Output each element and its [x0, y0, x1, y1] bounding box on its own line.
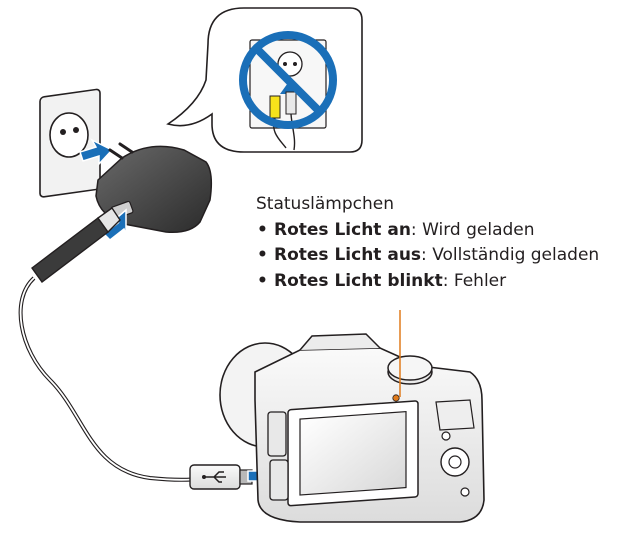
warning-callout — [166, 7, 363, 153]
legend-item: Rotes Licht aus: Vollständig geladen — [256, 243, 599, 269]
legend-term: Rotes Licht an — [274, 219, 411, 240]
legend-term: Rotes Licht blinkt — [274, 270, 443, 291]
arrow-icon — [79, 138, 114, 166]
legend-heading: Statuslämpchen — [256, 194, 395, 214]
legend-description: Wird geladen — [422, 219, 535, 240]
prohibited-icon — [239, 31, 337, 129]
wall-outlet — [39, 88, 101, 198]
legend-item: Rotes Licht an: Wird geladen — [256, 218, 599, 244]
wall-outlet-icon — [49, 112, 89, 158]
legend-item: Rotes Licht blinkt: Fehler — [256, 269, 599, 295]
legend-description: Fehler — [453, 270, 507, 291]
legend-description: Vollständig geladen — [432, 245, 600, 265]
camera — [219, 333, 485, 523]
legend-list: Rotes Licht an: Wird geladen Rotes Licht… — [256, 218, 599, 295]
legend-term: Rotes Licht aus — [274, 245, 422, 265]
status-lamp-legend: Statuslämpchen Rotes Licht an: Wird gela… — [256, 192, 599, 294]
usb-cable — [18, 207, 253, 490]
usb-symbol-icon — [202, 471, 226, 483]
